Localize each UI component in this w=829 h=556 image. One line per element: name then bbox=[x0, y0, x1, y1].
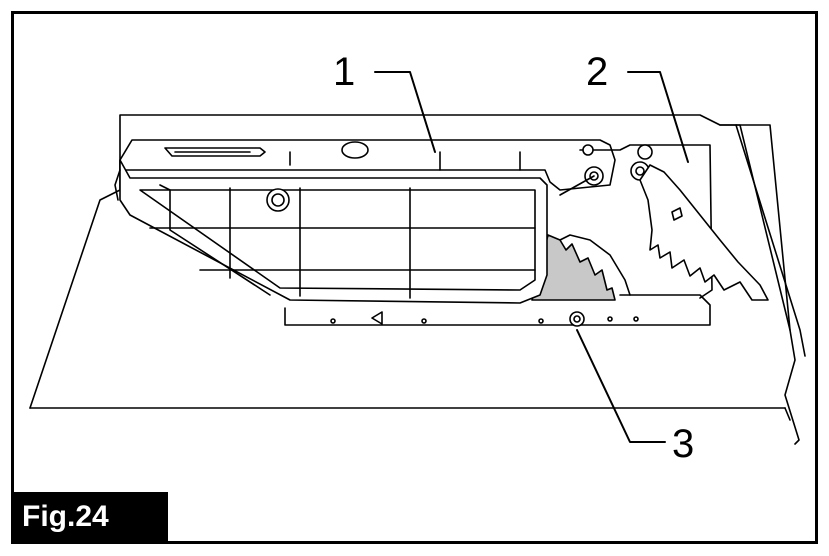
saw-blade bbox=[531, 234, 631, 301]
throat-plate bbox=[284, 294, 711, 326]
callout-number-2: 2 bbox=[586, 50, 609, 94]
callout-number-1: 1 bbox=[333, 50, 356, 94]
leader-line-1 bbox=[374, 71, 436, 153]
leader-line-3 bbox=[576, 329, 666, 443]
anti-kickback-pawl bbox=[559, 144, 769, 301]
leader-line-2 bbox=[627, 71, 689, 163]
blade-guard bbox=[114, 139, 616, 304]
figure-label: Fig.24 bbox=[14, 492, 168, 541]
leader-lines bbox=[374, 71, 689, 443]
riving-knife-nut bbox=[569, 311, 585, 327]
callout-number-3: 3 bbox=[672, 422, 695, 466]
